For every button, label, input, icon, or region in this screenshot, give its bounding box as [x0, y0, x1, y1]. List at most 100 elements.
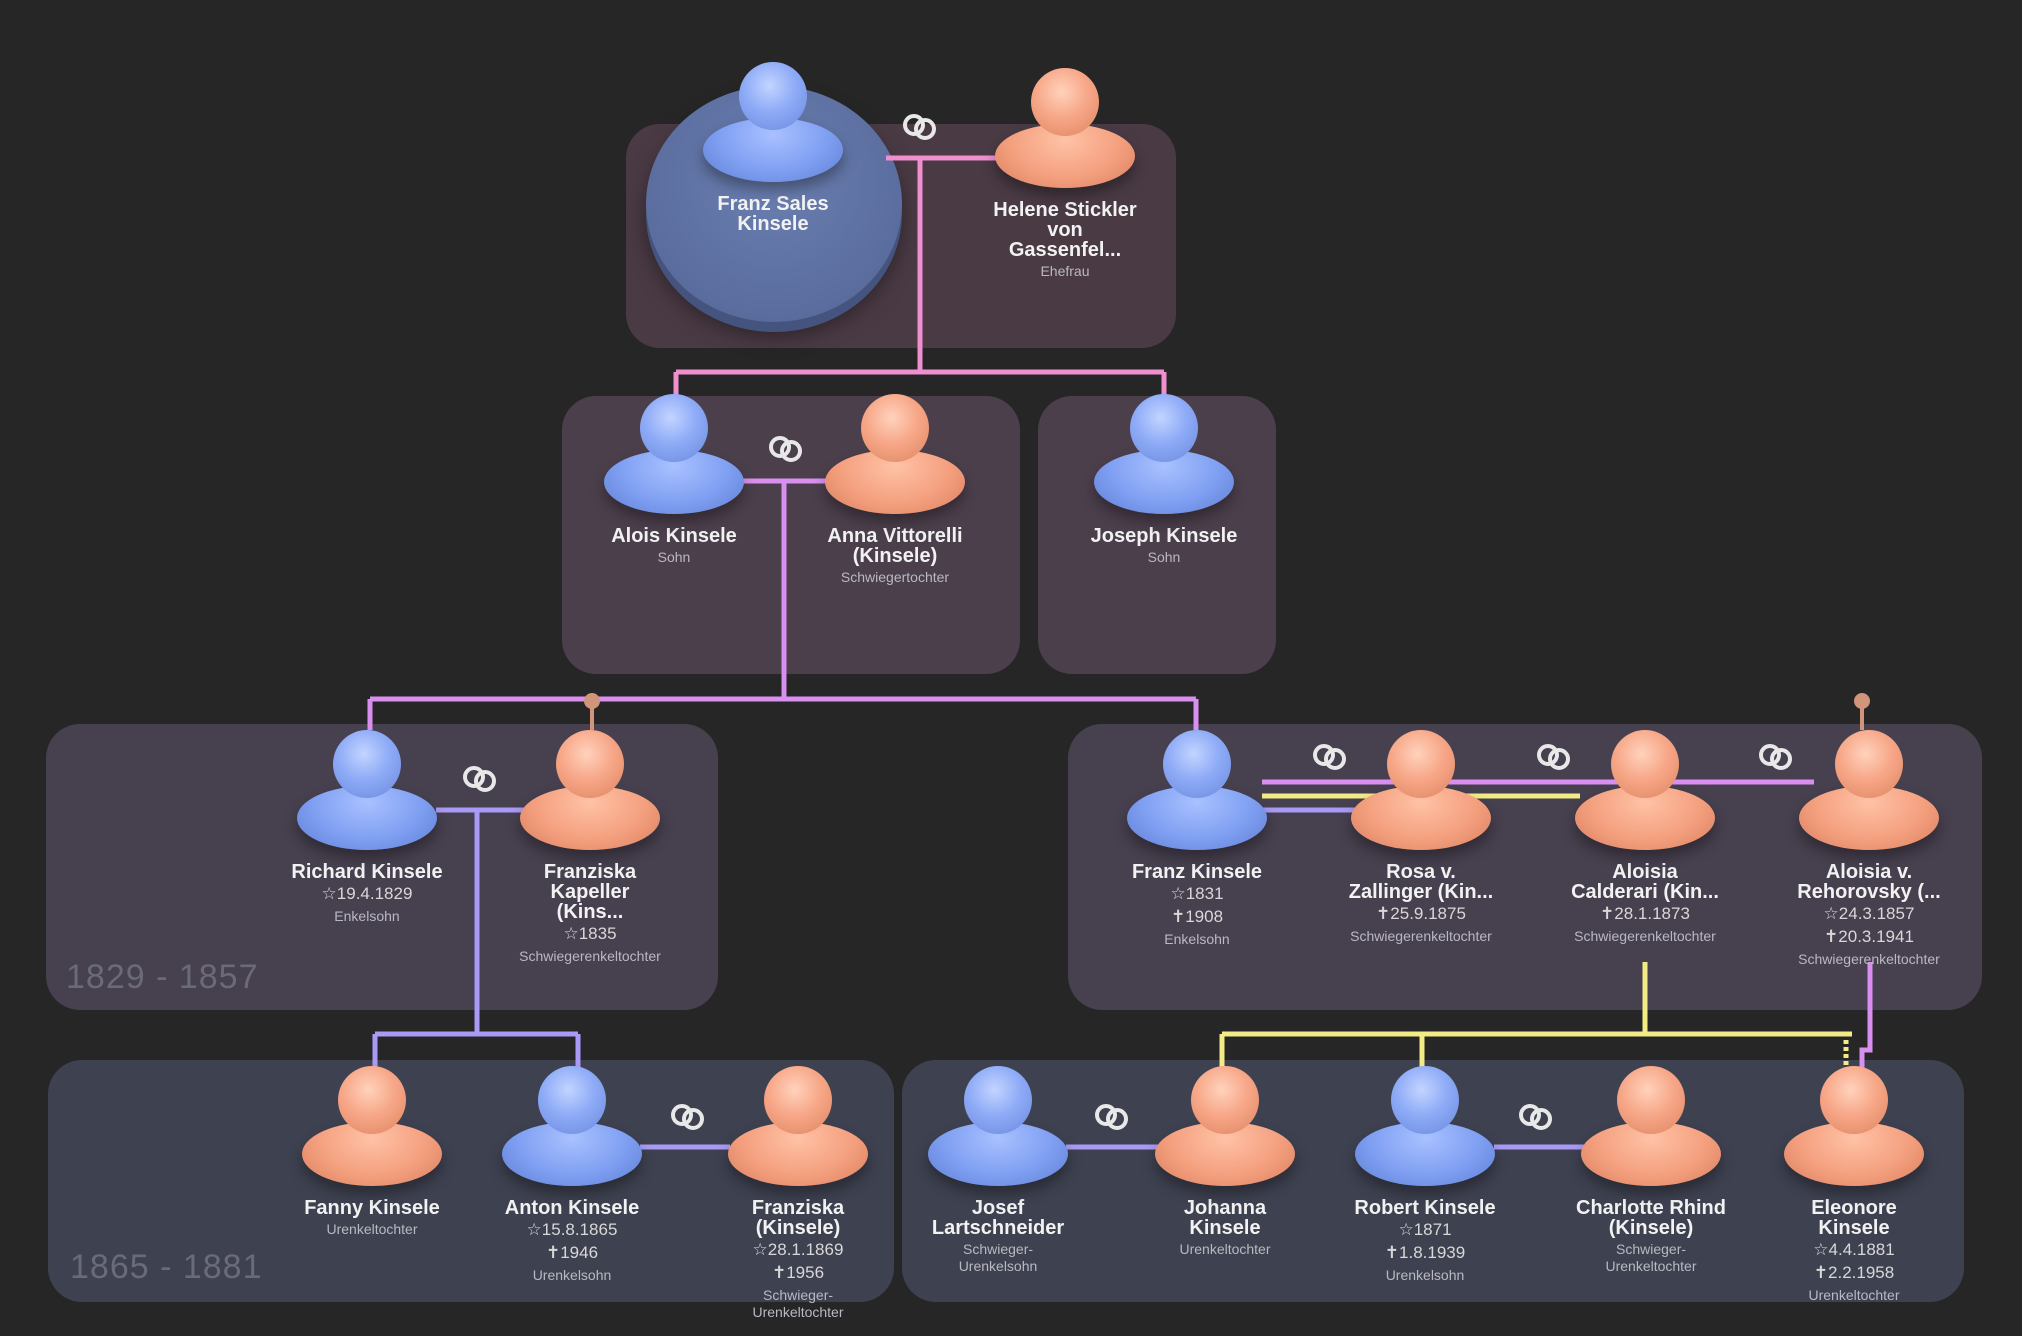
marriage-rings-icon[interactable] [900, 112, 940, 142]
person-card-franz[interactable]: Franz Kinsele ☆1831 ✝1908 Enkelsohn [1087, 730, 1307, 948]
female-avatar-icon [820, 394, 970, 514]
person-role: Urenkeltochter [1808, 1287, 1900, 1303]
person-name: Franziska (Kinsele) [751, 1197, 845, 1239]
death-date: ✝28.1.1873 [1600, 904, 1690, 923]
person-role: Enkelsohn [1164, 931, 1230, 947]
generation-label-1829-1857: 1829 - 1857 [66, 958, 259, 996]
person-role: Schwiegerenkeltochter [1574, 928, 1716, 944]
family-group-anton [48, 1060, 894, 1302]
female-avatar-icon [723, 1066, 873, 1186]
person-role: Urenkelsohn [532, 1267, 612, 1283]
female-avatar-icon [990, 68, 1140, 188]
marriage-rings-icon[interactable] [460, 764, 500, 794]
person-role: Urenkelsohn [1385, 1267, 1465, 1283]
male-avatar-icon [1122, 730, 1272, 850]
death-date: ✝2.2.1958 [1813, 1263, 1895, 1282]
person-role: Schwiegerenkeltochter [1350, 928, 1492, 944]
person-card-joseph[interactable]: Joseph Kinsele Sohn [1054, 394, 1274, 566]
female-avatar-icon [1150, 1066, 1300, 1186]
person-card-anton[interactable]: Anton Kinsele ☆15.8.1865 ✝1946 Urenkelso… [462, 1066, 682, 1284]
person-role: Schwieger-Urenkelsohn [958, 1241, 1038, 1274]
person-name: Alois Kinsele [611, 525, 737, 547]
person-name: Josef Lartschneider [931, 1197, 1065, 1239]
person-role: Schwiegertochter [840, 569, 950, 585]
pin-icon[interactable] [1852, 692, 1872, 730]
person-name: Fanny Kinsele [304, 1197, 440, 1219]
person-card-charlotte[interactable]: Charlotte Rhind (Kinsele) Schwieger-Uren… [1541, 1066, 1761, 1275]
death-date: ✝25.9.1875 [1376, 904, 1466, 923]
male-avatar-icon [292, 730, 442, 850]
person-role: Urenkeltochter [1179, 1241, 1271, 1257]
birth-date: ☆28.1.1869 [752, 1240, 844, 1259]
person-role: Sohn [1147, 549, 1181, 565]
person-name: Charlotte Rhind (Kinsele) [1576, 1197, 1726, 1239]
person-role: Enkelsohn [334, 908, 400, 924]
male-avatar-icon [1350, 1066, 1500, 1186]
person-card-richard[interactable]: Richard Kinsele ☆19.4.1829 Enkelsohn [257, 730, 477, 925]
female-avatar-icon [515, 730, 665, 850]
person-role: Schwiegerenkeltochter [519, 948, 661, 964]
male-avatar-icon [497, 1066, 647, 1186]
person-card-franziska-kinsele[interactable]: Franziska (Kinsele) ☆28.1.1869 ✝1956 Sch… [688, 1066, 908, 1321]
person-card-fanny[interactable]: Fanny Kinsele Urenkeltochter [262, 1066, 482, 1238]
birth-date: ☆1871 [1398, 1220, 1452, 1239]
marriage-rings-icon[interactable] [766, 434, 806, 464]
person-name: Anton Kinsele [504, 1197, 640, 1219]
female-avatar-icon [1576, 1066, 1726, 1186]
person-card-anna[interactable]: Anna Vittorelli (Kinsele) Schwiegertocht… [785, 394, 1005, 586]
descent-line [367, 696, 1199, 730]
person-card-aloisia-rehorovsky[interactable]: Aloisia v. Rehorovsky (... ☆24.3.1857 ✝2… [1759, 730, 1979, 968]
descent-line [673, 369, 1167, 398]
death-date: ✝1908 [1170, 907, 1224, 926]
female-avatar-icon [1779, 1066, 1929, 1186]
person-name: Joseph Kinsele [1090, 525, 1238, 547]
person-card-franz-sales[interactable]: Franz Sales Kinsele [663, 62, 883, 234]
person-card-rosa[interactable]: Rosa v. Zallinger (Kin... ✝25.9.1875 Sch… [1311, 730, 1531, 945]
person-name: Anna Vittorelli (Kinsele) [827, 525, 963, 567]
person-card-eleonore[interactable]: Eleonore Kinsele ☆4.4.1881 ✝2.2.1958 Ure… [1744, 1066, 1964, 1304]
person-role: Ehefrau [1040, 263, 1090, 279]
person-card-josef[interactable]: Josef Lartschneider Schwieger-Urenkelsoh… [888, 1066, 1108, 1275]
person-name: Richard Kinsele [291, 861, 443, 883]
person-name: Franz Kinsele [1131, 861, 1263, 883]
person-name: Franz Sales Kinsele [717, 193, 829, 235]
marriage-rings-icon[interactable] [1756, 742, 1796, 772]
person-name: Robert Kinsele [1354, 1197, 1496, 1219]
person-card-helene[interactable]: Helene Stickler von Gassenfel... Ehefrau [955, 68, 1175, 280]
person-name: Eleonore Kinsele [1811, 1197, 1897, 1239]
marriage-rings-icon[interactable] [1516, 1102, 1556, 1132]
person-card-franziska-kapeller[interactable]: Franziska Kapeller (Kins... ☆1835 Schwie… [480, 730, 700, 965]
descent-line [1219, 1031, 1852, 1068]
death-date: ✝1946 [545, 1243, 599, 1262]
marriage-rings-icon[interactable] [668, 1102, 708, 1132]
death-date: ✝1956 [771, 1263, 825, 1282]
marriage-rings-icon[interactable] [1092, 1102, 1132, 1132]
person-card-alois[interactable]: Alois Kinsele Sohn [564, 394, 784, 566]
person-role: Sohn [657, 549, 691, 565]
person-name: Aloisia Calderari (Kin... [1571, 861, 1719, 903]
person-card-johanna[interactable]: Johanna Kinsele Urenkeltochter [1115, 1066, 1335, 1258]
marriage-rings-icon[interactable] [1310, 742, 1350, 772]
male-avatar-icon [698, 62, 848, 182]
birth-date: ☆24.3.1857 [1823, 904, 1915, 923]
birth-date: ☆19.4.1829 [321, 884, 413, 903]
death-date: ✝20.3.1941 [1824, 927, 1914, 946]
marriage-rings-icon[interactable] [1534, 742, 1574, 772]
person-role: Urenkeltochter [326, 1221, 418, 1237]
death-date: ✝1.8.1939 [1384, 1243, 1466, 1262]
male-avatar-icon [599, 394, 749, 514]
person-name: Aloisia v. Rehorovsky (... [1797, 861, 1941, 903]
birth-date: ☆15.8.1865 [526, 1220, 618, 1239]
person-name: Franziska Kapeller (Kins... [543, 861, 637, 923]
generation-label-1865-1881: 1865 - 1881 [70, 1248, 263, 1286]
person-card-aloisia-calderari[interactable]: Aloisia Calderari (Kin... ✝28.1.1873 Sch… [1535, 730, 1755, 945]
descent-line [372, 1031, 581, 1068]
person-card-robert[interactable]: Robert Kinsele ☆1871 ✝1.8.1939 Urenkelso… [1315, 1066, 1535, 1284]
person-name: Johanna Kinsele [1183, 1197, 1267, 1239]
female-avatar-icon [1346, 730, 1496, 850]
person-role: Schwieger-Urenkeltochter [752, 1287, 844, 1320]
pin-icon[interactable] [582, 692, 602, 730]
person-role: Schwiegerenkeltochter [1798, 951, 1940, 967]
person-name: Helene Stickler von Gassenfel... [993, 199, 1137, 261]
